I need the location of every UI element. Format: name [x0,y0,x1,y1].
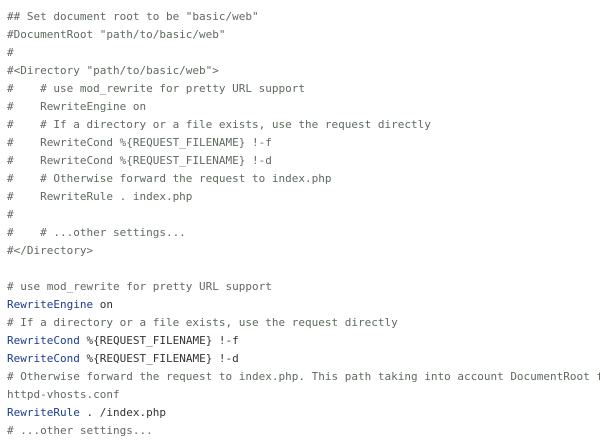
code-comment: # # If a directory or a file exists, use… [7,118,431,131]
code-comment: # Otherwise forward the request to index… [7,370,600,383]
code-line: # [7,206,600,224]
code-comment: # [7,46,14,59]
code-line: RewriteCond %{REQUEST_FILENAME} !-d [7,350,600,368]
code-line: #<Directory "path/to/basic/web"> [7,62,600,80]
code-comment: # If a directory or a file exists, use t… [7,316,398,329]
code-comment: # ...other settings... [7,424,153,437]
code-line: RewriteCond %{REQUEST_FILENAME} !-f [7,332,600,350]
code-line: # use mod_rewrite for pretty URL support [7,278,600,296]
code-comment: # use mod_rewrite for pretty URL support [7,280,272,293]
code-line: #DocumentRoot "path/to/basic/web" [7,26,600,44]
code-line: # RewriteEngine on [7,98,600,116]
code-comment: ## Set document root to be "basic/web" [7,10,259,23]
code-comment: # # Otherwise forward the request to ind… [7,172,332,185]
code-comment: # [7,208,14,221]
code-line: # # ...other settings... [7,224,600,242]
code-directive-args: %{REQUEST_FILENAME} !-d [79,352,239,365]
code-line: # [7,44,600,62]
code-comment: # # ...other settings... [7,226,186,239]
code-line: # # If a directory or a file exists, use… [7,116,600,134]
code-directive-args: on [93,298,113,311]
code-line [7,260,600,278]
code-comment: # RewriteRule . index.php [7,190,193,203]
code-directive-args: . /index.php [79,406,166,419]
code-line: httpd-vhosts.conf [7,386,600,404]
code-comment: # RewriteCond %{REQUEST_FILENAME} !-d [7,154,272,167]
code-line: RewriteEngine on [7,296,600,314]
code-line: #</Directory> [7,242,600,260]
code-line: # RewriteCond %{REQUEST_FILENAME} !-d [7,152,600,170]
code-directive: RewriteCond [7,334,80,347]
code-comment: httpd-vhosts.conf [7,388,120,401]
code-comment: # RewriteEngine on [7,100,147,113]
code-line: # ...other settings... [7,422,600,440]
code-directive-args: %{REQUEST_FILENAME} !-f [79,334,239,347]
code-line: # RewriteCond %{REQUEST_FILENAME} !-f [7,134,600,152]
code-line: RewriteRule . /index.php [7,404,600,422]
code-line: # If a directory or a file exists, use t… [7,314,600,332]
code-comment: #<Directory "path/to/basic/web"> [7,64,219,77]
code-directive: RewriteEngine [7,298,94,311]
code-line: # RewriteRule . index.php [7,188,600,206]
code-directive: RewriteRule [7,406,80,419]
code-block: ## Set document root to be "basic/web" #D… [7,8,600,440]
code-comment: #</Directory> [7,244,94,257]
code-directive: RewriteCond [7,352,80,365]
code-line: # # use mod_rewrite for pretty URL suppo… [7,80,600,98]
code-line: # Otherwise forward the request to index… [7,368,600,386]
code-comment: # # use mod_rewrite for pretty URL suppo… [7,82,306,95]
code-line: # # Otherwise forward the request to ind… [7,170,600,188]
code-comment: # RewriteCond %{REQUEST_FILENAME} !-f [7,136,272,149]
code-line: ## Set document root to be "basic/web" [7,8,600,26]
code-comment: #DocumentRoot "path/to/basic/web" [7,28,226,41]
